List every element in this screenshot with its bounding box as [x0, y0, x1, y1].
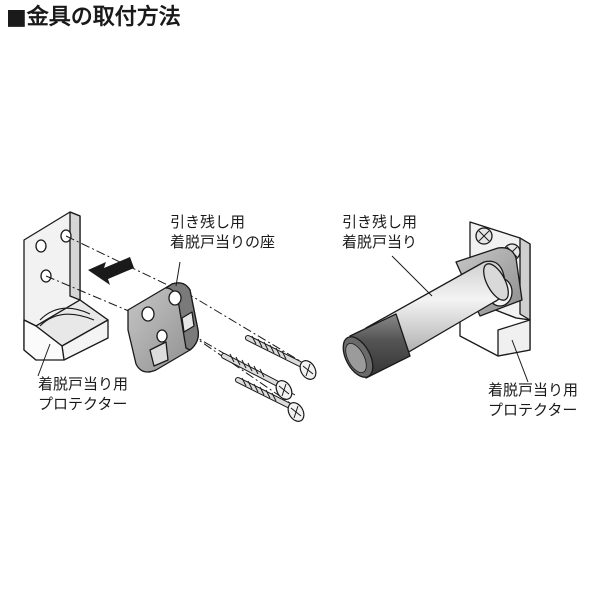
screw-2 — [224, 354, 295, 402]
label-left-protector: 着脱戸当り用 プロテクター — [38, 374, 128, 414]
leader-stopper — [392, 256, 432, 296]
screw-3 — [238, 378, 307, 424]
label-left-protector-line1: 着脱戸当り用 — [38, 374, 128, 394]
label-seat: 引き残し用 着脱戸当りの座 — [170, 212, 275, 252]
label-stopper-line1: 引き残し用 — [342, 212, 417, 232]
label-stopper-line2: 着脱戸当り — [342, 232, 417, 252]
label-left-protector-line2: プロテクター — [38, 394, 128, 414]
label-seat-line2: 着脱戸当りの座 — [170, 232, 275, 252]
label-right-protector-line2: プロテクター — [488, 400, 578, 420]
direction-arrow — [88, 257, 134, 285]
label-right-protector: 着脱戸当り用 プロテクター — [488, 380, 578, 420]
left-protector — [24, 212, 108, 360]
label-right-protector-line1: 着脱戸当り用 — [488, 380, 578, 400]
screws — [224, 336, 319, 424]
seat-part — [128, 283, 198, 372]
label-stopper: 引き残し用 着脱戸当り — [342, 212, 417, 252]
label-seat-line1: 引き残し用 — [170, 212, 275, 232]
